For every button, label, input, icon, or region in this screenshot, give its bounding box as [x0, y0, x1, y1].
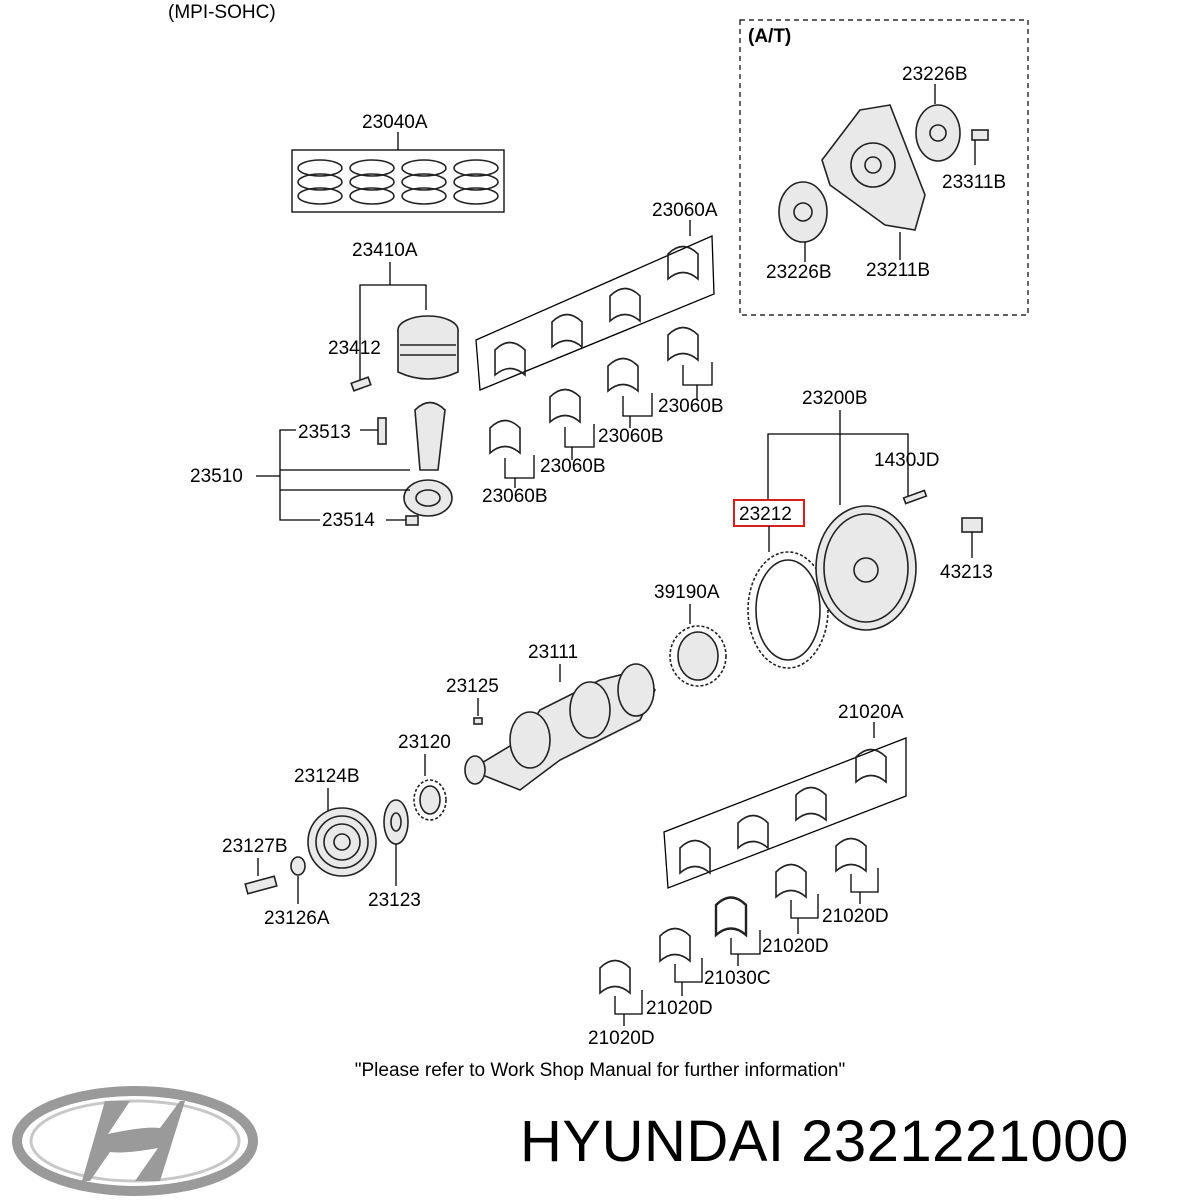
- piston-rings: 23040A: [291, 112, 505, 213]
- label-main-bearing-1: 21020D: [822, 906, 889, 927]
- flywheel-assembly: 23200B 1430JD 23212 43213: [733, 388, 993, 669]
- label-damper: 23124B: [294, 766, 360, 787]
- adapter-plate-top: [915, 104, 961, 162]
- label-rod-bolt: 23513: [298, 422, 351, 443]
- label-damper-bolt: 23127B: [222, 836, 288, 857]
- label-ring-gear: 23212: [739, 504, 792, 525]
- label-rod-bearing-3: 23060B: [540, 456, 606, 477]
- label-at-plate-top: 23226B: [902, 64, 968, 85]
- label-main-bearing-2: 21020D: [762, 936, 829, 957]
- rod-bearings: 23060A 23060B 23060B 23060B 23060B: [475, 200, 724, 507]
- washer: 23126A: [264, 856, 330, 929]
- label-crankshaft: 23111: [528, 642, 578, 663]
- hyundai-logo: [12, 1086, 258, 1196]
- ring-gear: [747, 551, 829, 669]
- label-flange: 23123: [368, 890, 421, 911]
- at-inset: (A/T) 23226B 23311B 23226B 23211B: [739, 19, 1029, 316]
- label-rod-bearing-1: 23060B: [658, 396, 724, 417]
- dowel-pin: [902, 489, 928, 505]
- sprocket: 23120: [398, 732, 451, 821]
- label-at-drive-plate: 23211B: [866, 260, 930, 281]
- label-sprocket: 23120: [398, 732, 451, 753]
- label-rod-bearing-2: 23060B: [598, 426, 664, 447]
- label-main-bearing-4: 21020D: [588, 1028, 655, 1049]
- piston-pin: [350, 376, 372, 392]
- drive-plate: [821, 104, 926, 231]
- damper-bolt: 23127B: [222, 836, 288, 895]
- label-flywheel-bolt: 43213: [940, 562, 993, 583]
- crankshaft: 23111 23125: [446, 642, 656, 791]
- variant-label: (MPI-SOHC): [168, 2, 276, 23]
- main-bearings: 21020A 21020D 21020D 21030C 21020D 21: [588, 702, 907, 1049]
- rod-bolt: [377, 417, 387, 445]
- label-rings: 23040A: [362, 112, 428, 133]
- adapter-plate-bottom: [778, 181, 828, 243]
- label-sensor-wheel: 39190A: [654, 582, 720, 603]
- part-title: HYUNDAI 2321221000: [520, 1108, 1129, 1175]
- label-thrust-bearing: 21030C: [704, 968, 771, 989]
- label-rod-bearing-set: 23060A: [652, 200, 718, 221]
- label-rod-bearing-4: 23060B: [482, 486, 548, 507]
- label-main-bearing-set: 21020A: [838, 702, 904, 723]
- footer-note: "Please refer to Work Shop Manual for fu…: [354, 1060, 846, 1081]
- rod-nut: [405, 515, 419, 526]
- at-inset-title: (A/T): [748, 26, 791, 47]
- piston: 23410A 23412: [328, 240, 459, 392]
- part-number: 2321221000: [801, 1109, 1129, 1174]
- label-main-bearing-3: 21020D: [646, 998, 713, 1019]
- sensor-wheel: 39190A: [654, 582, 727, 687]
- label-crank-key: 23125: [446, 676, 499, 697]
- at-bolt: [971, 129, 989, 165]
- label-flywheel-assy: 23200B: [802, 388, 868, 409]
- crank-key: [473, 717, 483, 725]
- label-piston: 23410A: [352, 240, 418, 261]
- label-rod-nut: 23514: [322, 510, 375, 531]
- label-pin: 23412: [328, 338, 381, 359]
- label-at-bolt: 23311B: [942, 172, 1006, 193]
- damper-pulley: 23124B: [294, 766, 377, 877]
- crank-flange: 23123: [368, 799, 421, 911]
- label-rod-assy: 23510: [190, 466, 243, 487]
- connecting-rod: 23513 23510 23514: [190, 401, 453, 531]
- label-washer: 23126A: [264, 908, 330, 929]
- flywheel: [815, 505, 917, 631]
- label-at-plate-bottom: 23226B: [766, 262, 832, 283]
- brand-name: HYUNDAI: [520, 1109, 785, 1174]
- label-dowel: 1430JD: [874, 450, 940, 471]
- flywheel-bolt: [961, 517, 983, 558]
